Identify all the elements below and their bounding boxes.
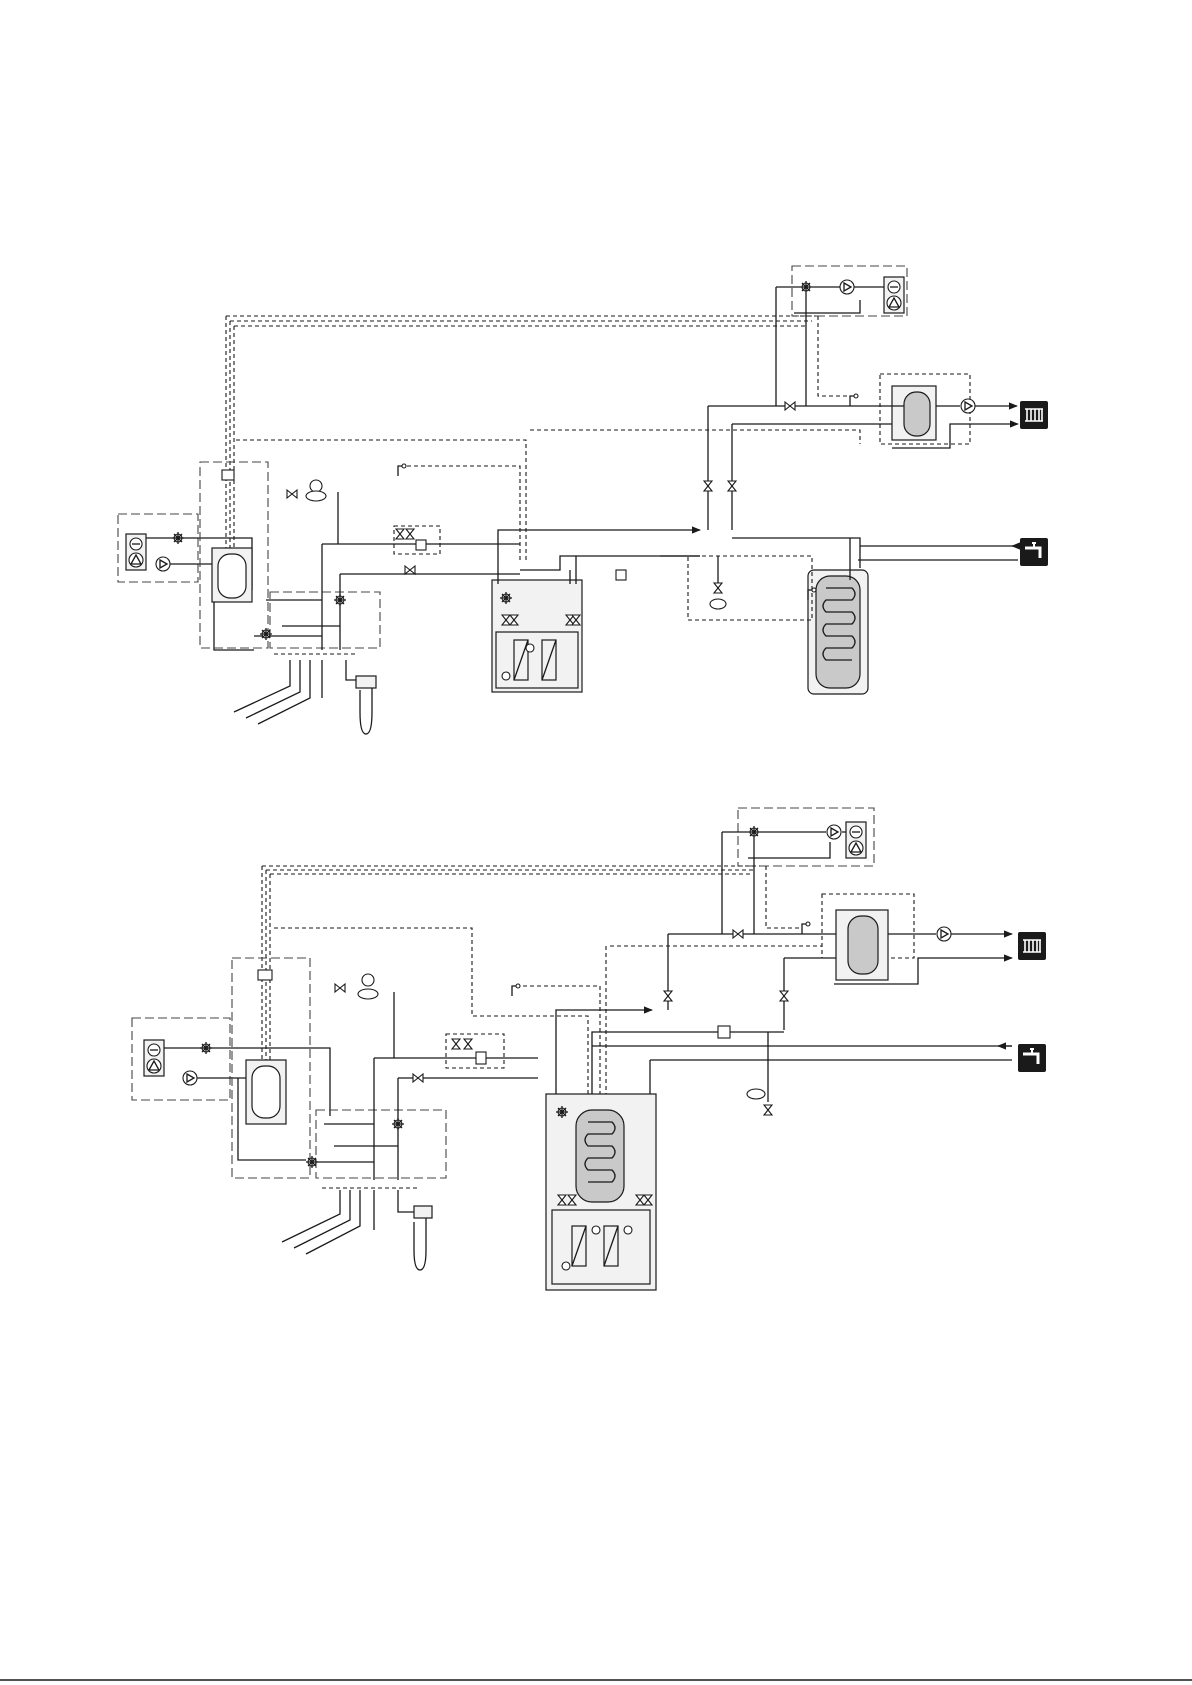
shutoff-valve-icon [704, 481, 712, 491]
radiator-icon [1018, 932, 1046, 960]
shutoff-valve-icon [764, 1105, 772, 1115]
diagram-1 [118, 266, 1048, 734]
borehole-icon [356, 676, 376, 688]
shutoff-valve-icon [780, 991, 788, 1001]
shutoff-valve-icon [464, 1039, 472, 1049]
three-way-valve-icon [334, 594, 346, 606]
expansion-vessel-icon [358, 989, 378, 999]
shutoff-valve-icon [728, 481, 736, 491]
shutoff-valve-icon [406, 529, 414, 539]
shutoff-valve-icon [452, 1039, 460, 1049]
circulation-pump-icon [840, 280, 854, 294]
shutoff-valve-icon [714, 583, 722, 593]
shutoff-valve-icon [664, 991, 672, 1001]
filter-icon [616, 570, 626, 580]
circulation-pump-icon [827, 825, 841, 839]
temperature-sensor-icon [802, 922, 810, 934]
dhw-sensor-loop [688, 556, 812, 620]
compressor-icon [592, 1226, 600, 1234]
circulation-pump-icon [961, 399, 975, 413]
shutoff-valve-icon [405, 566, 415, 574]
hot-water-tap-icon [1020, 538, 1048, 566]
heat-exchanger-icon [604, 1226, 618, 1266]
circulation-pump-icon [183, 1071, 197, 1085]
circulation-pump-icon [937, 927, 951, 941]
filter-icon [718, 1026, 730, 1038]
shutoff-valve-icon [287, 490, 297, 498]
diagram-2 [132, 808, 1046, 1290]
compressor-icon [526, 644, 534, 652]
heat-exchanger-icon [572, 1226, 586, 1266]
outdoor-unit-icon [884, 277, 904, 313]
circulation-pump-icon [156, 557, 170, 571]
outdoor-unit-icon [846, 822, 866, 858]
three-way-valve-icon [800, 281, 812, 293]
temperature-sensor-icon [850, 394, 858, 406]
pressure-gauge-icon [310, 480, 322, 492]
pressure-gauge-icon [362, 974, 374, 986]
hot-water-tank [576, 1110, 624, 1202]
shutoff-valve-icon [413, 1074, 423, 1082]
temperature-sensor-icon [398, 464, 406, 476]
expansion-vessel-icon [306, 491, 326, 501]
three-way-valve-icon [748, 826, 760, 838]
shutoff-valve-icon [335, 984, 345, 992]
temperature-sensor-icon [512, 984, 520, 996]
hot-water-tap-icon [1018, 1044, 1046, 1072]
borehole-icon [414, 1206, 432, 1218]
heat-exchanger-icon [514, 640, 528, 680]
shutoff-valve-icon [396, 529, 404, 539]
shutoff-valve-icon [785, 402, 795, 410]
expansion-vessel-icon [747, 1089, 765, 1099]
heat-exchanger-icon [542, 640, 556, 680]
radiator-icon [1020, 401, 1048, 429]
shutoff-valve-icon [733, 930, 743, 938]
circuit-enclosure [316, 1110, 446, 1178]
outdoor-unit-icon [144, 1040, 164, 1076]
outdoor-unit-icon [126, 534, 146, 570]
three-way-valve-icon [392, 1118, 404, 1130]
expansion-vessel-icon [710, 599, 726, 609]
